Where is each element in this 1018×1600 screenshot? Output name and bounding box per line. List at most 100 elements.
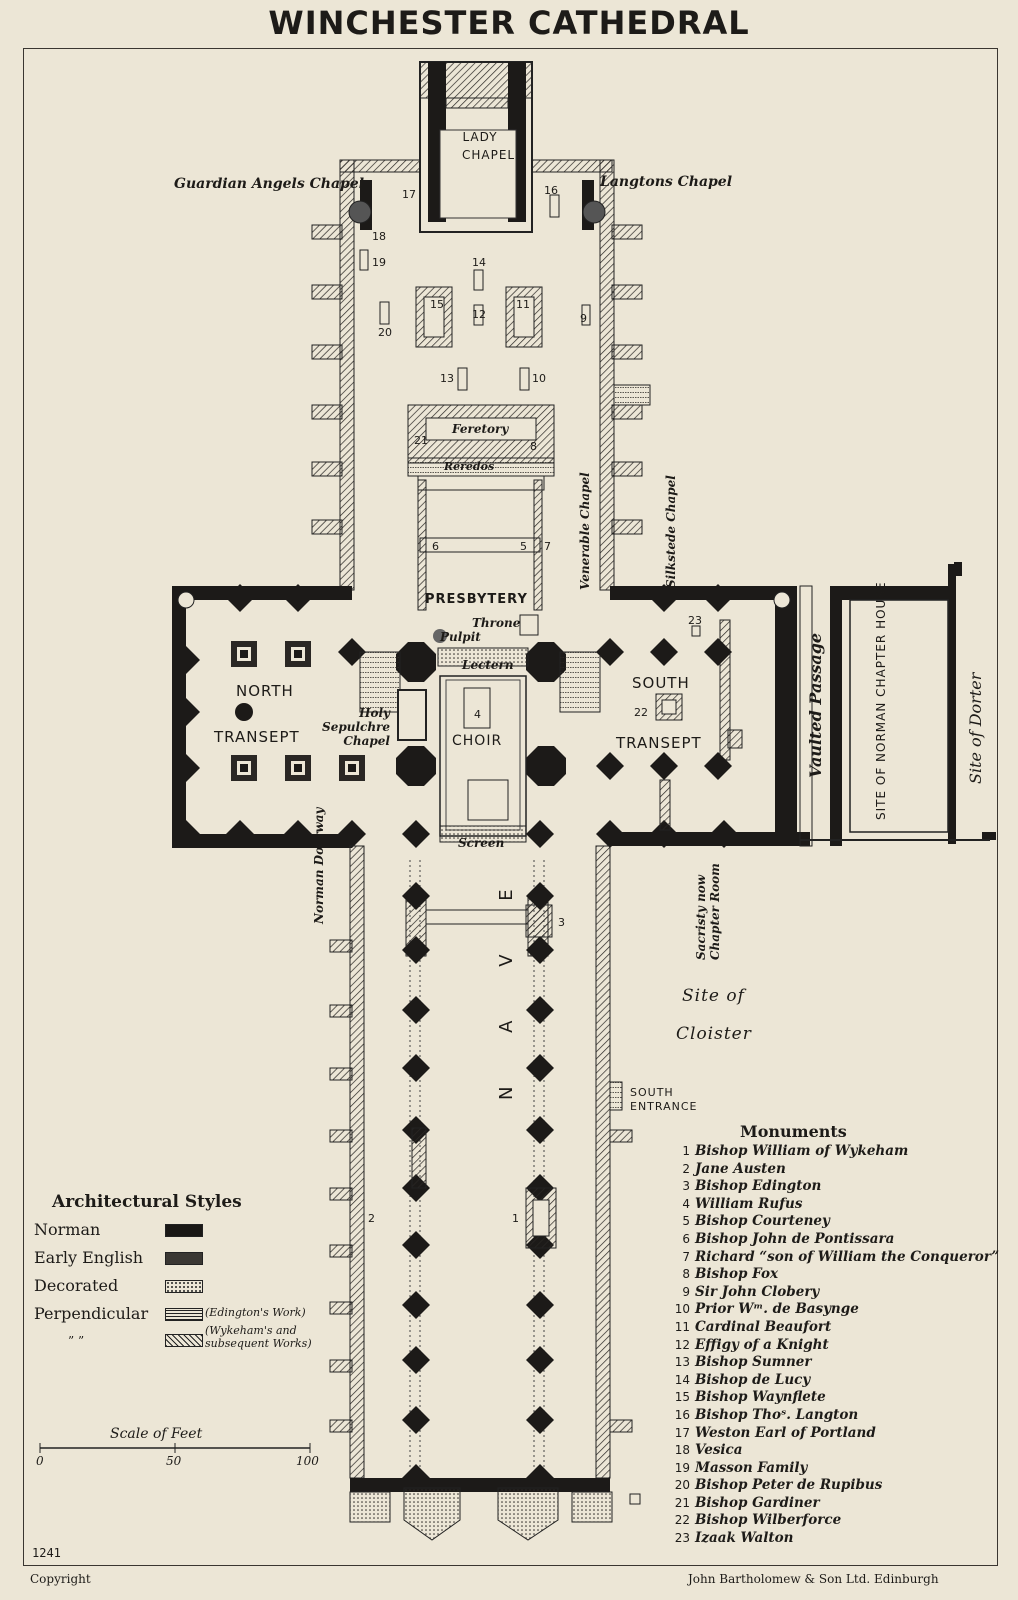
plan-number: 9 xyxy=(580,312,587,325)
plan-number: 5 xyxy=(520,540,527,553)
scale-title: Scale of Feet xyxy=(110,1426,203,1442)
legend-note-wykeham: (Wykeham's and subsequent Works) xyxy=(205,1324,312,1350)
west-front xyxy=(349,1478,641,1541)
nave-arcade xyxy=(405,860,553,1470)
publisher-note: John Bartholomew & Son Ltd. Edinburgh xyxy=(688,1572,939,1586)
plan-number: 1 xyxy=(512,1212,519,1225)
nave-piers-south xyxy=(411,820,557,1492)
legend-style-decorated: Decorated xyxy=(34,1276,119,1295)
presbytery-label: PRESBYTERY xyxy=(425,592,528,607)
legend-style-norman: Norman xyxy=(34,1220,101,1239)
presbytery-buttresses xyxy=(311,224,651,535)
plan-number: 10 xyxy=(532,372,546,385)
plan-number: 22 xyxy=(634,706,648,719)
plan-number: 21 xyxy=(414,434,428,447)
chantry-chapels xyxy=(359,194,591,391)
south-transept-label: TRANSEPT xyxy=(616,734,702,752)
swatch-norman xyxy=(165,1224,203,1237)
monuments-title: Monuments xyxy=(740,1122,847,1141)
site-norman-chapter-house-label: SITE OF NORMAN CHAPTER HOUSE xyxy=(874,581,888,820)
map-frame xyxy=(23,48,998,1566)
swatch-perpendicular-edington xyxy=(165,1308,203,1321)
plan-number: 14 xyxy=(472,256,486,269)
plan-number: 13 xyxy=(440,372,454,385)
norman-doorway-label: Norman Doorway xyxy=(312,807,326,924)
screen-label: Screen xyxy=(458,836,505,850)
retrochoir-walls xyxy=(339,159,615,591)
legend-title: Architectural Styles xyxy=(52,1192,242,1212)
crossing-piers xyxy=(359,614,601,843)
plan-number: 17 xyxy=(402,188,416,201)
reredos-label: Reredos xyxy=(444,460,495,473)
plan-number: 12 xyxy=(472,308,486,321)
plan-number: 3 xyxy=(558,916,565,929)
guardian-angels-chapel-label: Guardian Angels Chapel xyxy=(174,176,365,192)
plan-number: 19 xyxy=(372,256,386,269)
swatch-perpendicular-wykeham xyxy=(165,1334,203,1347)
plan-number: 20 xyxy=(378,326,392,339)
south-entrance-label-1: SOUTH xyxy=(630,1086,674,1099)
chapter-house-site xyxy=(799,562,996,847)
legend-style-ditto: ” ” xyxy=(68,1334,85,1348)
plate-number: 1241 xyxy=(32,1546,61,1560)
throne-label: Throne xyxy=(472,616,521,630)
lady-chapel-label: LADY CHAPEL xyxy=(462,130,516,162)
south-entrance-label-2: ENTRANCE xyxy=(630,1100,698,1113)
plan-number: 18 xyxy=(372,230,386,243)
lady-chapel xyxy=(419,61,533,233)
feretory-screen xyxy=(407,404,555,611)
site-of-dorter-label: Site of Dorter xyxy=(966,672,985,784)
nave-walls xyxy=(349,845,611,1479)
lectern-label: Lectern xyxy=(462,658,514,672)
plan-number: 11 xyxy=(516,298,530,311)
south-label: SOUTH xyxy=(632,674,690,692)
plan-number: 15 xyxy=(430,298,444,311)
langtons-chapel-label: Langtons Chapel xyxy=(600,174,733,190)
plan-number: 8 xyxy=(530,440,537,453)
north-transept-label: TRANSEPT xyxy=(214,728,300,746)
nave-label: N A V E xyxy=(496,865,517,1100)
scale-tick-50: 50 xyxy=(166,1454,182,1468)
choir-label: CHOIR xyxy=(452,733,503,749)
swatch-early-english xyxy=(165,1252,203,1265)
plan-number: 6 xyxy=(432,540,439,553)
map-title: WINCHESTER CATHEDRAL xyxy=(268,4,750,42)
legend-style-perpendicular: Perpendicular xyxy=(34,1304,149,1323)
swatch-decorated xyxy=(165,1280,203,1293)
nave-buttresses xyxy=(329,939,633,1433)
sacristy-label: Sacristy now Chapter Room xyxy=(694,863,722,960)
feretory-label: Feretory xyxy=(452,422,509,436)
vaulted-passage-label: Vaulted Passage xyxy=(806,632,825,778)
plan-number: 16 xyxy=(544,184,558,197)
south-transept-piers xyxy=(596,584,743,848)
scale-bar xyxy=(39,1443,311,1453)
silkstede-chapel-label: Silkstede Chapel xyxy=(664,475,678,588)
holy-sepulchre-chapel-label: Holy Sepulchre Chapel xyxy=(322,706,390,748)
north-transept-piers xyxy=(172,584,366,848)
plan-number: 23 xyxy=(688,614,702,627)
copyright-note: Copyright xyxy=(30,1572,91,1586)
scale-tick-0: 0 xyxy=(36,1454,44,1468)
